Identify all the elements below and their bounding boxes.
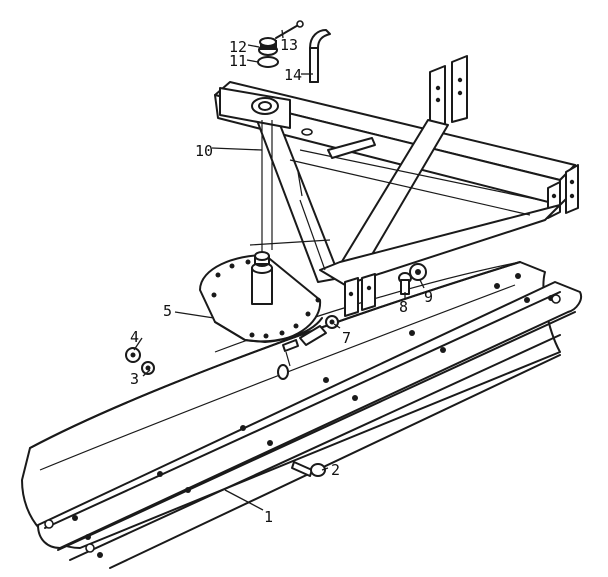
callout-5: 5	[163, 302, 172, 320]
leader-lines	[133, 29, 425, 511]
callout-13: 13	[280, 36, 298, 54]
callout-1: 1	[264, 508, 273, 526]
callout-14: 14	[284, 66, 302, 84]
callout-10: 10	[195, 142, 213, 160]
hardware-parts	[125, 20, 427, 477]
a-frame-hitch	[214, 55, 579, 317]
callout-7: 7	[342, 329, 351, 347]
blade-assembly	[21, 261, 582, 569]
callout-3: 3	[130, 370, 139, 388]
callout-8: 8	[399, 298, 408, 316]
callout-11: 11	[229, 52, 247, 70]
callout-2: 2	[331, 461, 340, 479]
callout-12: 12	[229, 38, 247, 56]
callout-4: 4	[130, 328, 139, 346]
callout-labels: 1 2 3 4 5 7 8 9 10 11 12 13 14	[130, 36, 433, 526]
callout-9: 9	[424, 288, 433, 306]
